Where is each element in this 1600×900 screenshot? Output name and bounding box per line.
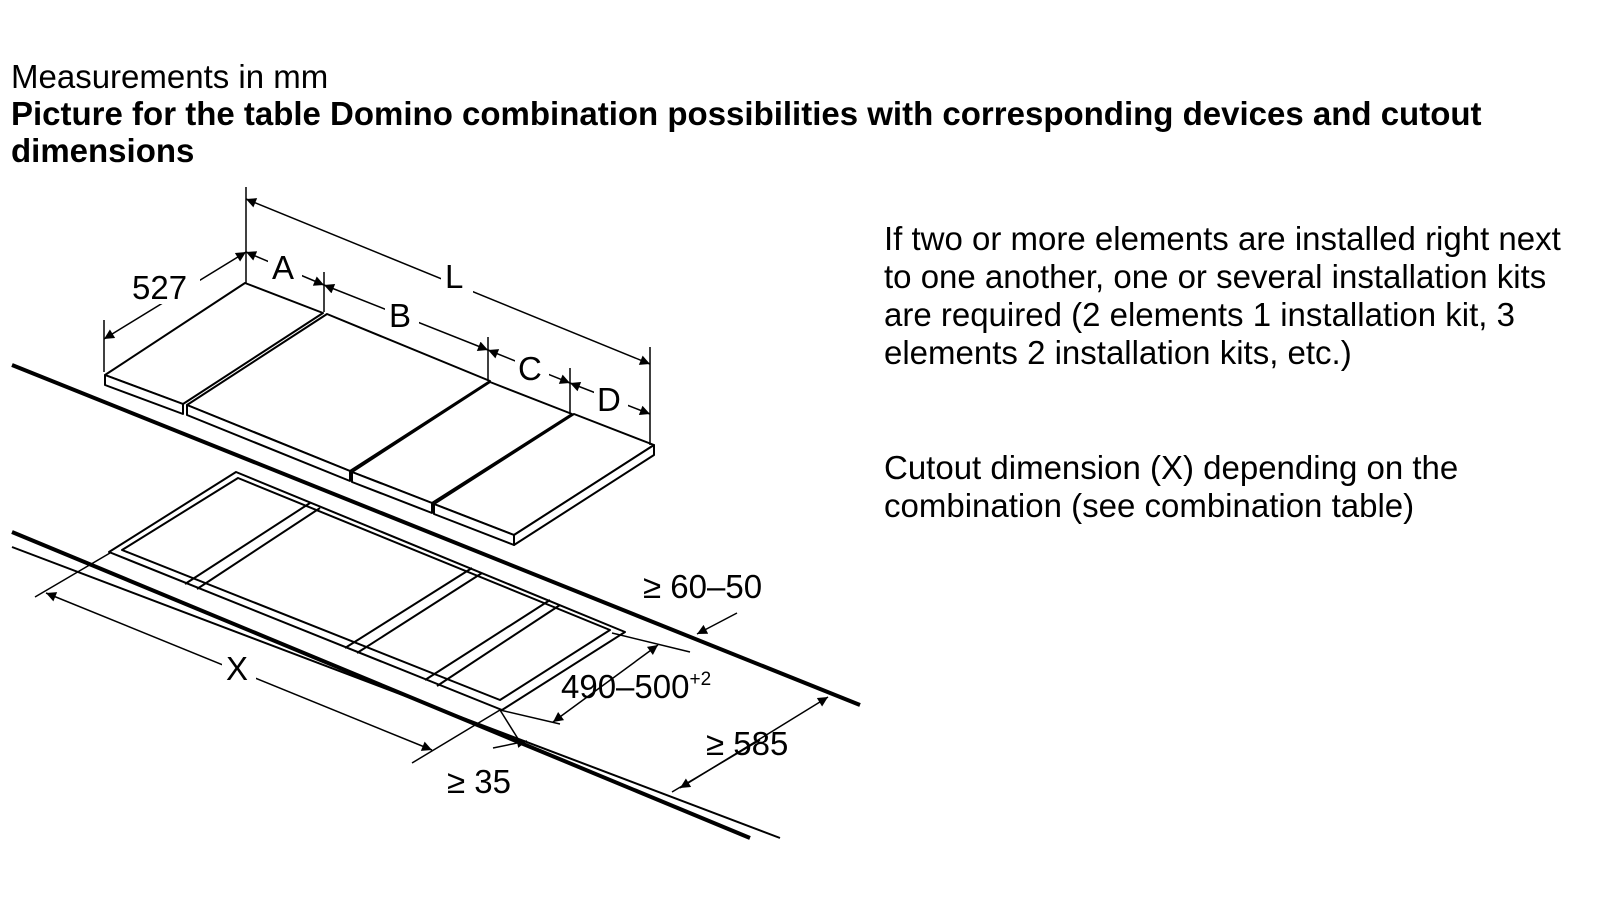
label-worktop-depth: ≥ 585 [706, 725, 788, 762]
label-masks [130, 249, 628, 686]
element-d [433, 413, 655, 546]
dimension-labels: 527 A B C D L X ≥ 60–50 490–500+2 ≥ 585 … [132, 249, 788, 800]
cutout-depth-tolerance: +2 [689, 669, 711, 690]
label-front-gap: ≥ 60–50 [643, 568, 762, 605]
label-x: X [226, 650, 248, 687]
cooktop-elements [104, 282, 655, 546]
header: Measurements in mm Picture for the table… [11, 58, 1591, 169]
label-527: 527 [132, 269, 187, 306]
notes-panel: If two or more elements are installed ri… [884, 220, 1594, 602]
label-d: D [597, 381, 621, 418]
label-cutout-depth: 490–500+2 [561, 668, 711, 705]
diagram-title: Picture for the table Domino combination… [11, 95, 1482, 169]
label-a: A [272, 249, 294, 286]
installation-kit-note: If two or more elements are installed ri… [884, 220, 1561, 371]
label-l: L [445, 258, 463, 295]
label-c: C [518, 350, 542, 387]
measurements-note: Measurements in mm [11, 58, 329, 95]
label-b: B [389, 297, 411, 334]
cutout-depth-value: 490–500 [561, 668, 689, 705]
cutout-dimension-note: Cutout dimension (X) depending on the co… [884, 449, 1459, 524]
label-rear-gap: ≥ 35 [447, 763, 511, 800]
